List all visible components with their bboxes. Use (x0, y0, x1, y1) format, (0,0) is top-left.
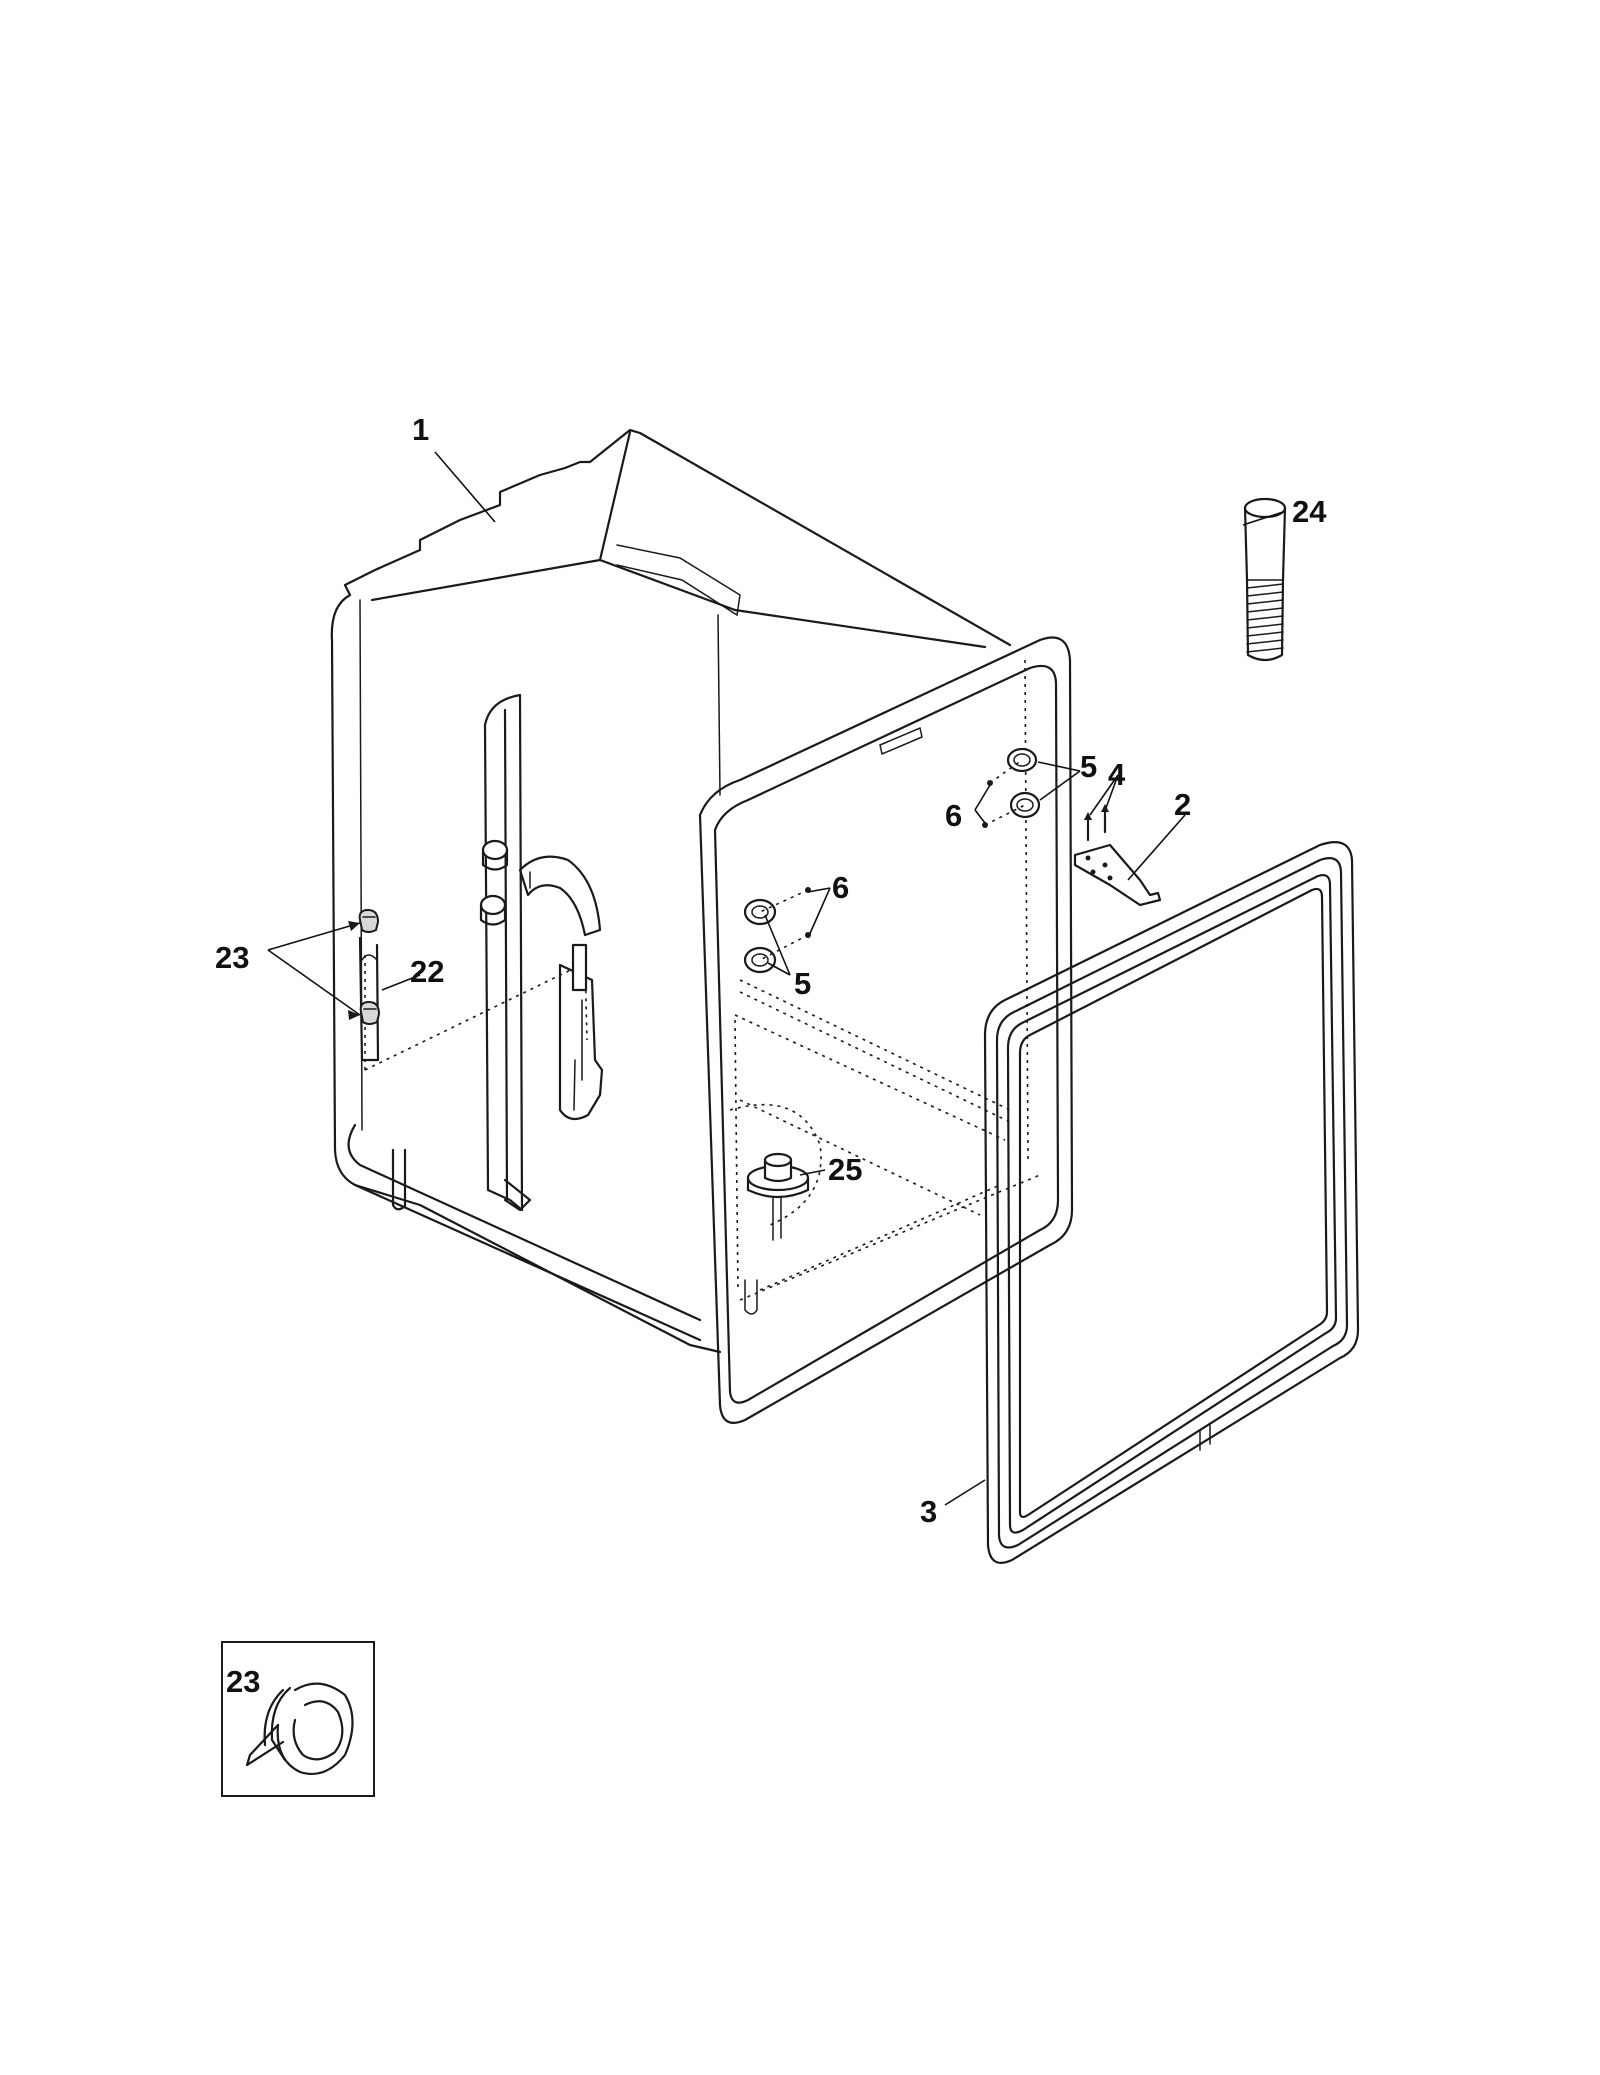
callout-22: 22 (410, 954, 444, 989)
tub-leg-bolt (1243, 497, 1287, 662)
leader-lines (267, 451, 1284, 1506)
callout-23: 23 (215, 940, 249, 975)
callout-5-upper: 5 (1080, 749, 1097, 784)
callout-25: 25 (828, 1152, 862, 1187)
hose-clamp-upper (358, 908, 380, 933)
float-switch (746, 1152, 810, 1241)
callout-1: 1 (412, 412, 429, 447)
callout-6-upper: 6 (945, 798, 962, 833)
callout-2: 2 (1174, 787, 1191, 822)
callout-24: 24 (1292, 494, 1327, 529)
callout-4: 4 (1108, 757, 1126, 792)
callout-23-inset: 23 (226, 1664, 260, 1699)
drain-hose (358, 936, 380, 1062)
callout-5-left: 5 (794, 966, 811, 1001)
tub-front-frame (698, 636, 1074, 1424)
tub-gasket (983, 841, 1360, 1564)
screw-upper-right (982, 759, 1026, 828)
tub-assembly (330, 428, 1012, 1354)
callout-labels: 1 24 5 4 2 6 6 5 23 22 25 3 23 (215, 412, 1327, 1699)
callout-3: 3 (920, 1494, 937, 1529)
callout-6-left: 6 (832, 870, 849, 905)
clamp-detail-inset (221, 1641, 375, 1797)
bushing-left (743, 898, 777, 974)
tub-mounting-bracket (1073, 843, 1162, 907)
hose-clamp-lower (359, 1000, 381, 1025)
bushing-upper-right (1006, 747, 1041, 819)
bracket-screws (1084, 804, 1109, 842)
